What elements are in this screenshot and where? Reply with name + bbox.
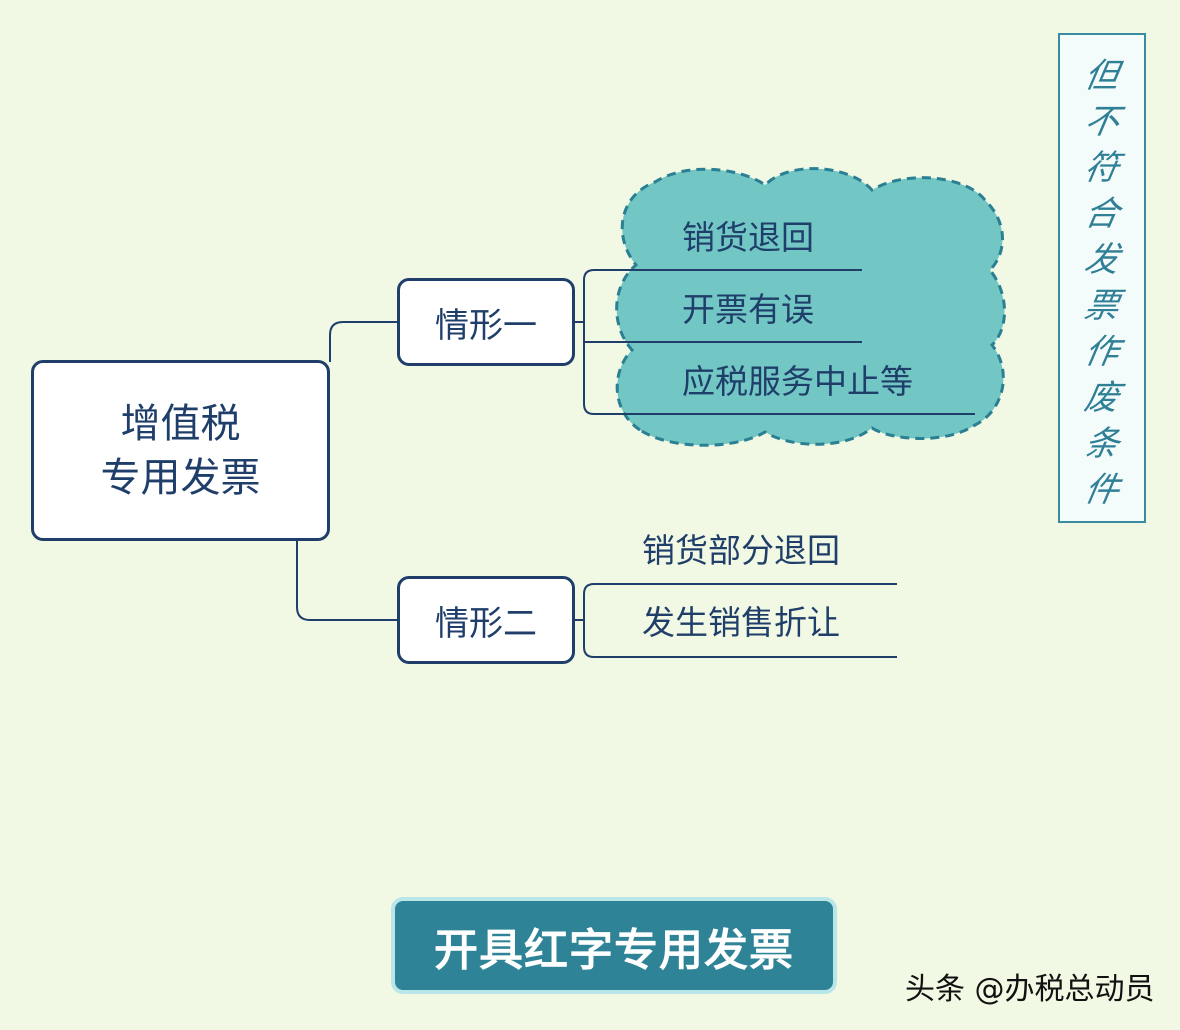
note-char: 票 <box>1081 286 1123 326</box>
case1-item-1: 销货退回 <box>682 218 814 257</box>
case2-item-1: 销货部分退回 <box>642 531 840 570</box>
root-node: 增值税 专用发票 <box>31 360 330 541</box>
root-line2: 专用发票 <box>100 454 261 501</box>
note-char: 件 <box>1081 470 1123 510</box>
note-char: 不 <box>1081 102 1123 142</box>
note-char: 废 <box>1081 378 1123 418</box>
note-char: 作 <box>1081 332 1123 372</box>
root-line1: 增值税 <box>120 400 241 447</box>
title-banner: 开具红字专用发票 <box>391 897 837 994</box>
note-char: 但 <box>1081 56 1123 96</box>
case2-node: 情形二 <box>397 576 575 664</box>
connector-root-case2 <box>296 541 397 621</box>
case1-item-2: 开票有误 <box>682 290 814 329</box>
note-box: 但 不 符 合 发 票 作 废 条 件 <box>1058 33 1146 523</box>
case1-item-3: 应税服务中止等 <box>682 362 913 401</box>
watermark: 头条 @办税总动员 <box>905 972 1155 1007</box>
case2-item-2: 发生销售折让 <box>642 603 840 642</box>
note-char: 条 <box>1081 424 1123 464</box>
bracket-case2 <box>583 583 897 658</box>
case1-node: 情形一 <box>397 278 575 366</box>
cloud-shape <box>615 167 1006 447</box>
note-char: 符 <box>1081 148 1123 188</box>
connector-root-case1 <box>329 321 397 362</box>
note-char: 发 <box>1081 240 1123 280</box>
note-char: 合 <box>1081 194 1123 234</box>
